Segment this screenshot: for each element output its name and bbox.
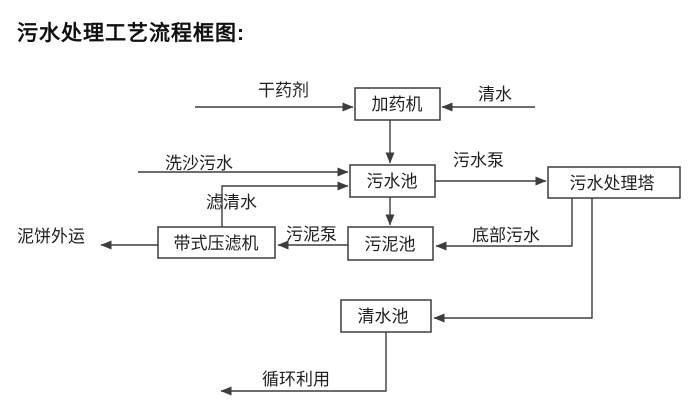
node-sewage-pool-box [349,164,436,198]
flow-label-mud-cake-out: 泥饼外运 [17,227,85,246]
edge-clean-pool-to-recycle [220,332,387,396]
node-treatment-tower-label: 污水处理塔 [570,174,655,193]
node-clean-water-pool: 清水池 [340,299,432,333]
page-title: 污水处理工艺流程框图: [17,22,245,45]
flow-label-sludge-pump: 污泥泵 [286,225,337,244]
flow-label-filtered-water: 滤清水 [206,193,257,212]
node-belt-filter-press-label: 带式压滤机 [174,234,259,253]
node-sludge-pool: 污泥池 [347,226,434,261]
node-dosing-machine: 加药机 [354,87,441,121]
node-clean-water-pool-box [340,299,432,333]
node-sewage-pool-label: 污水池 [367,172,418,191]
node-belt-filter-press: 带式压滤机 [157,226,276,259]
node-dosing-machine-label: 加药机 [372,95,423,114]
flow-label-sewage-pump: 污水泵 [453,151,504,170]
flow-label-clean-water: 清水 [478,85,512,104]
node-clean-water-pool-label: 清水池 [358,307,409,326]
node-treatment-tower-box [547,166,681,199]
edge-tower-to-clean-pool [433,198,593,323]
flow-label-sand-wash-sewage: 洗沙污水 [165,154,233,173]
node-sludge-pool-box [347,226,434,261]
node-treatment-tower: 污水处理塔 [547,166,681,199]
node-belt-filter-press-box [157,226,276,259]
edge-filtered-water-to-sewage-pool [221,181,349,227]
node-dosing-machine-box [354,87,441,121]
flow-label-bottom-sewage: 底部污水 [472,226,540,245]
flow-label-dry-agent: 干药剂 [258,81,309,100]
node-sludge-pool-label: 污泥池 [365,235,416,254]
edge-tower-bottom-to-sludge-pool [435,198,573,251]
node-sewage-pool: 污水池 [349,164,436,198]
flow-label-recycle-use: 循环利用 [262,370,330,389]
